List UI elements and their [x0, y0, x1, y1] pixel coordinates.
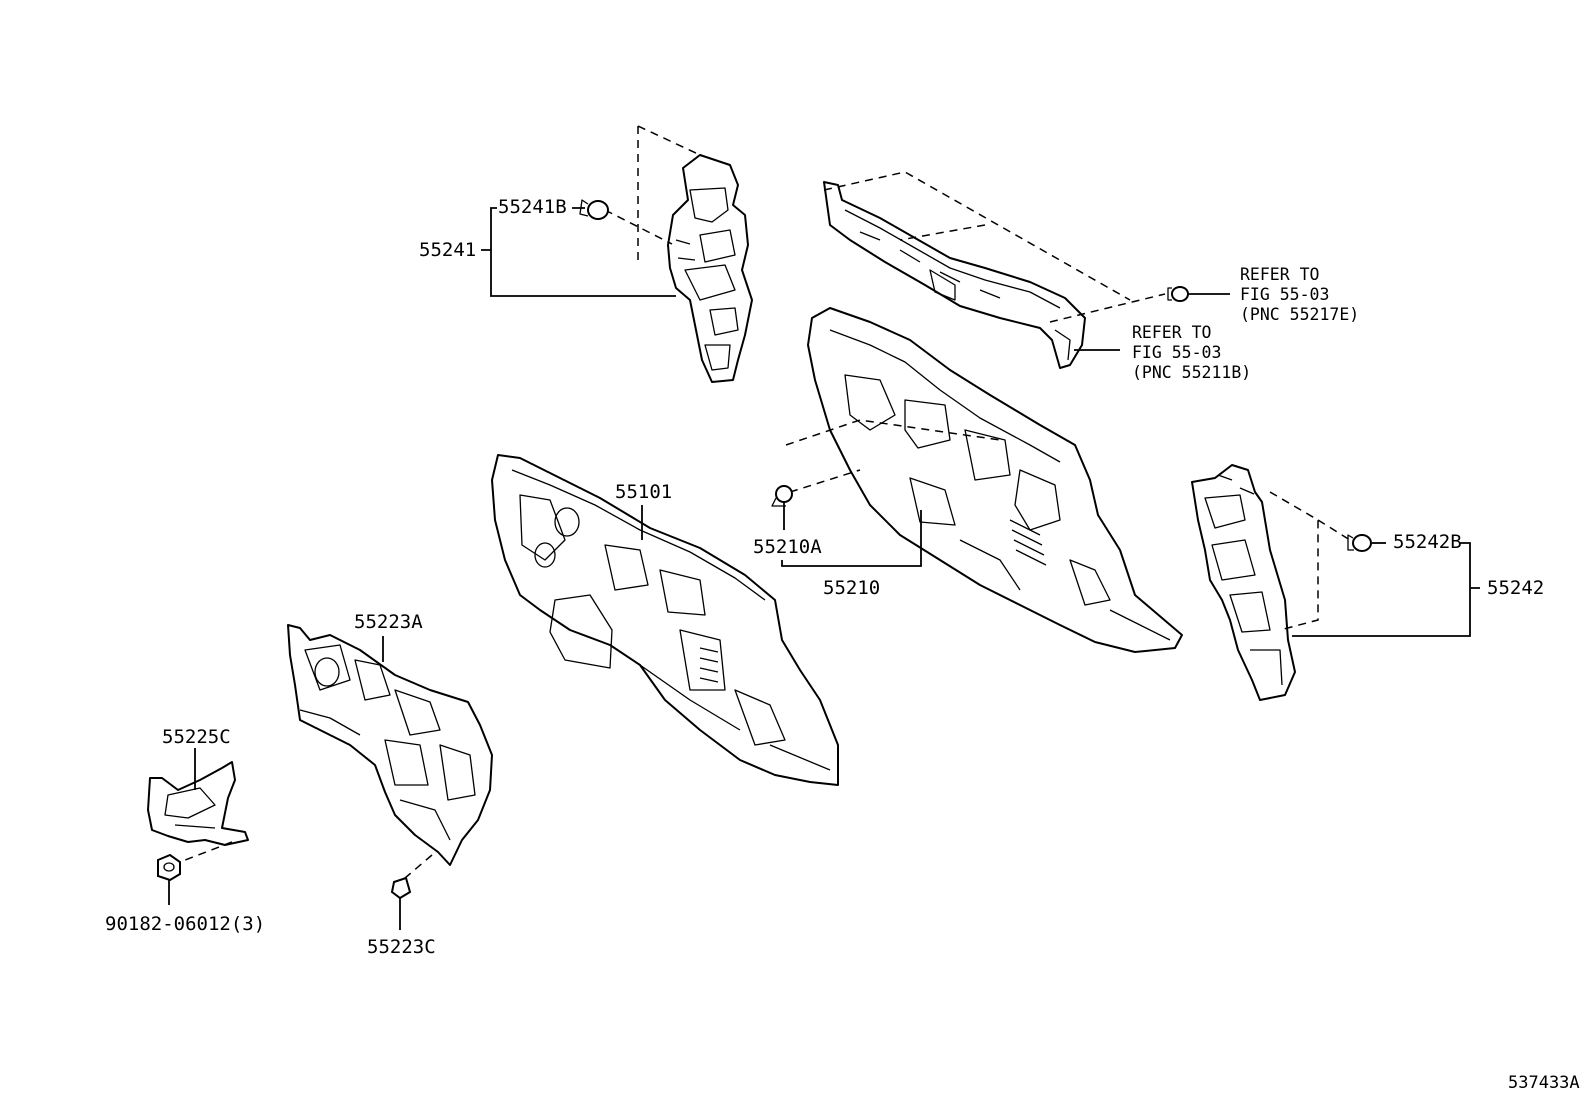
- clip-55217E[interactable]: [1167, 286, 1189, 302]
- cowl-upper-panel[interactable]: [823, 181, 1086, 369]
- leader-55242: [1292, 542, 1480, 637]
- clip-55210A[interactable]: [771, 485, 793, 507]
- part-55225C-bracket[interactable]: [147, 761, 249, 846]
- svg-text:(PNC 55211B): (PNC 55211B): [1132, 363, 1251, 382]
- label-55101: 55101: [615, 481, 672, 503]
- guide-dash-cowl: [823, 171, 1166, 323]
- label-55223C: 55223C: [367, 936, 436, 958]
- part-55241-bracket[interactable]: [667, 154, 753, 383]
- svg-text:REFER TO: REFER TO: [1132, 323, 1211, 342]
- guide-dash-55242: [1269, 491, 1351, 631]
- leader-55241: [481, 207, 676, 297]
- svg-text:FIG 55-03: FIG 55-03: [1240, 285, 1329, 304]
- label-55241: 55241: [419, 239, 476, 261]
- part-55242-bracket[interactable]: [1191, 464, 1296, 701]
- clip-55223C[interactable]: [390, 876, 412, 900]
- guide-dash-55241: [604, 125, 701, 265]
- part-55101-dash-panel[interactable]: [491, 454, 839, 786]
- part-55210-insulator[interactable]: [807, 307, 1183, 653]
- svg-text:(PNC 55217E): (PNC 55217E): [1240, 305, 1359, 324]
- svg-text:REFER TO: REFER TO: [1240, 265, 1319, 284]
- label-55225C: 55225C: [162, 726, 231, 748]
- refer-note-55211B: REFER TO FIG 55-03 (PNC 55211B): [1132, 323, 1251, 382]
- guide-dash-90182: [179, 841, 233, 863]
- svg-text:FIG 55-03: FIG 55-03: [1132, 343, 1221, 362]
- label-55242B: 55242B: [1393, 531, 1462, 553]
- label-55241B: 55241B: [498, 196, 567, 218]
- label-55223A: 55223A: [354, 611, 423, 633]
- label-55242: 55242: [1487, 577, 1544, 599]
- label-55210: 55210: [823, 577, 880, 599]
- clip-55241B[interactable]: [579, 199, 609, 220]
- guide-dash-55223C: [404, 854, 433, 879]
- part-55223A-insulator[interactable]: [287, 624, 493, 866]
- figure-id: 537433A: [1508, 1073, 1580, 1093]
- leader-55210: [781, 510, 922, 567]
- label-90182: 90182-06012(3): [105, 913, 265, 935]
- guide-dash-55210: [785, 419, 1001, 493]
- refer-note-55217E: REFER TO FIG 55-03 (PNC 55217E): [1240, 265, 1359, 324]
- label-55210A: 55210A: [753, 536, 822, 558]
- clip-55242B[interactable]: [1347, 534, 1372, 552]
- nut-90182[interactable]: [157, 853, 181, 882]
